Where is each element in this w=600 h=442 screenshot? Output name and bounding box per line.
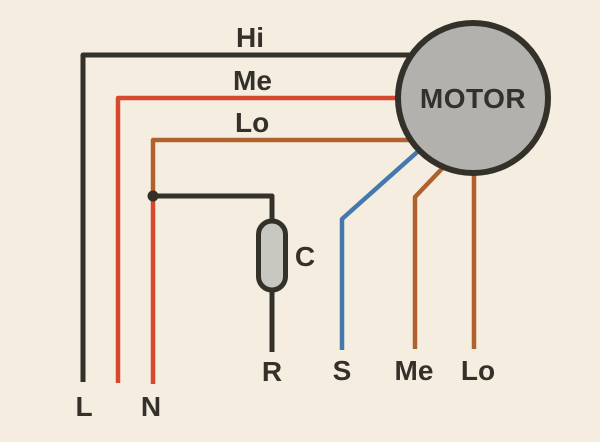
label-terminal-neutral: N [141,391,161,422]
label-terminal-low: Lo [461,355,495,386]
capacitor-body [256,218,288,293]
junction-dot [147,190,159,202]
motor-label: MOTOR [420,83,526,114]
motor-body [395,20,551,176]
wire-lo-top [150,137,426,196]
label-me-top: Me [233,65,272,96]
label-capacitor: C [295,241,315,272]
label-terminal-medium: Me [395,355,434,386]
label-lo-top: Lo [235,107,269,138]
wire-start [339,136,435,350]
label-hi: Hi [236,22,264,53]
wire-hi-live [80,52,436,382]
label-terminal-live: L [75,391,92,422]
wire-me-top [115,95,430,383]
label-terminal-start: S [333,355,352,386]
label-terminal-run: R [262,356,282,387]
wire-capacitor-branch [153,193,275,224]
